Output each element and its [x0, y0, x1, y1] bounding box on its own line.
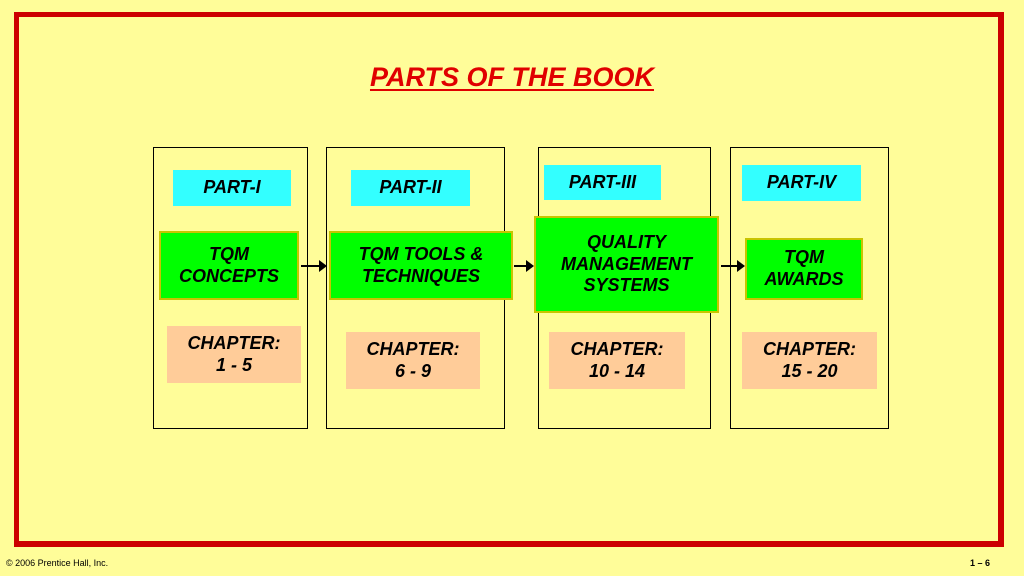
part-column-4: [730, 147, 889, 429]
arrow-1-to-2: [301, 260, 327, 272]
slide-border: [14, 12, 1004, 547]
copyright-text: © 2006 Prentice Hall, Inc.: [6, 558, 109, 568]
page-number: 1 – 6: [969, 558, 990, 568]
topic-box-3: QUALITY MANAGEMENT SYSTEMS: [534, 216, 719, 313]
part-label-1: PART-I: [173, 170, 291, 206]
part-label-2: PART-II: [351, 170, 470, 206]
chapter-box-4: CHAPTER: 15 - 20: [742, 332, 877, 389]
slide-title: PARTS OF THE BOOK: [369, 62, 654, 92]
chapter-box-1: CHAPTER: 1 - 5: [167, 326, 301, 383]
chapter-box-3: CHAPTER: 10 - 14: [549, 332, 685, 389]
chapter-box-2: CHAPTER: 6 - 9: [346, 332, 480, 389]
topic-box-4: TQM AWARDS: [745, 238, 863, 300]
arrow-2-to-3: [514, 260, 534, 272]
part-label-4: PART-IV: [742, 165, 861, 201]
topic-box-2: TQM TOOLS & TECHNIQUES: [329, 231, 513, 300]
part-column-1: [153, 147, 308, 429]
topic-box-1: TQM CONCEPTS: [159, 231, 299, 300]
part-label-3: PART-III: [544, 165, 661, 200]
arrow-3-to-4: [721, 260, 745, 272]
